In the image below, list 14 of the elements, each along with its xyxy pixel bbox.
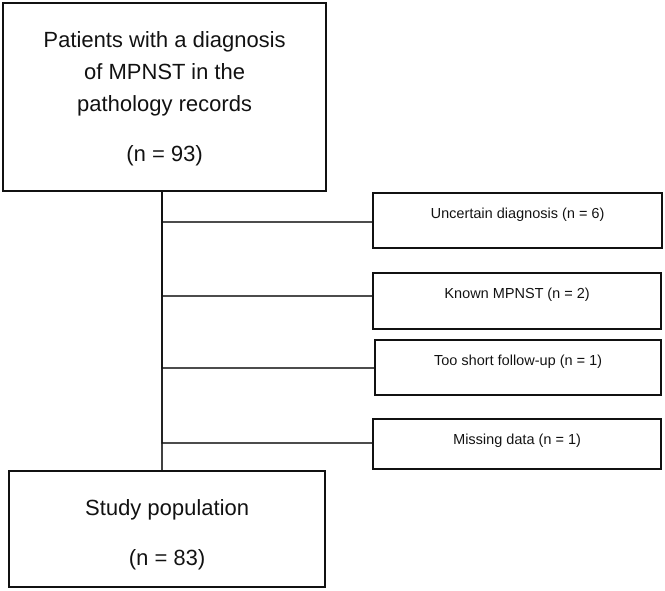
box-label: Missing data (n = 1) bbox=[453, 431, 581, 450]
box-label: Too short follow-up (n = 1) bbox=[434, 352, 602, 371]
box-label: Study population bbox=[85, 494, 249, 522]
process-box bbox=[8, 470, 326, 588]
count-label: (n = 83) bbox=[128, 544, 206, 572]
box-label: Uncertain diagnosis (n = 6) bbox=[430, 205, 604, 224]
exclusion-box bbox=[372, 418, 662, 470]
exclusion-box bbox=[372, 272, 662, 330]
exclusion-box bbox=[372, 192, 663, 249]
exclusion-box bbox=[374, 339, 662, 396]
box-label: Patients with a diagnosis of MPNST in the pathology records bbox=[42, 26, 287, 118]
process-box bbox=[2, 2, 327, 192]
box-label: Known MPNST (n = 2) bbox=[444, 285, 590, 304]
count-label: (n = 93) bbox=[126, 140, 203, 168]
